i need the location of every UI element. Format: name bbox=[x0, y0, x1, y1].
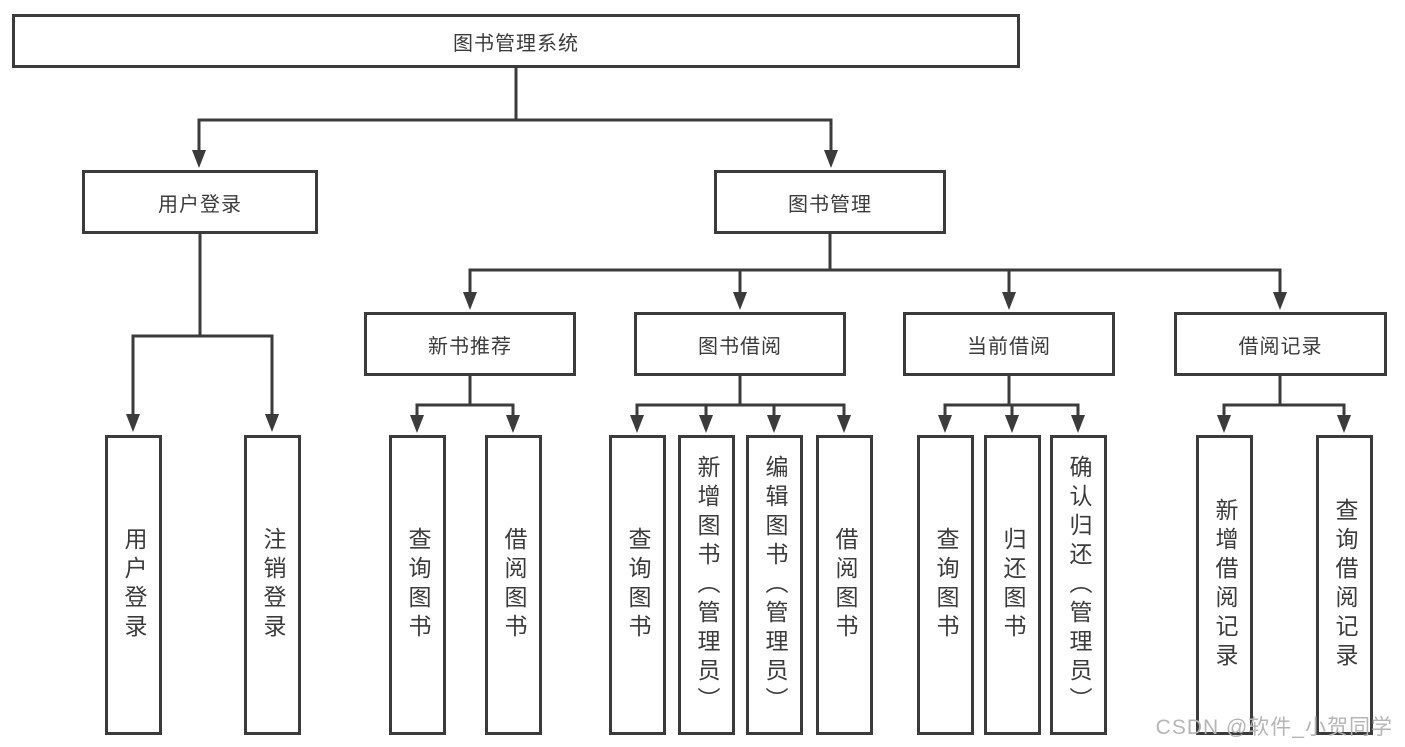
node-add-borrow-record: 新增借阅记录 bbox=[1196, 435, 1253, 735]
node-logout-action: 注销登录 bbox=[244, 435, 301, 735]
connector-book-mgmt-children bbox=[463, 232, 1287, 310]
connector-root-to-level2 bbox=[192, 66, 838, 168]
node-current-borrow: 当前借阅 bbox=[903, 312, 1115, 376]
node-book-management: 图书管理 bbox=[714, 170, 946, 234]
node-query-borrow-record: 查询借阅记录 bbox=[1316, 435, 1373, 735]
node-edit-books-admin: 编辑图书（管理员） bbox=[746, 435, 803, 735]
node-borrow-books-2: 借阅图书 bbox=[816, 435, 873, 735]
node-book-borrow: 图书借阅 bbox=[634, 312, 846, 376]
node-user-login: 用户登录 bbox=[82, 170, 318, 234]
connector-user-login-children bbox=[126, 232, 279, 432]
node-confirm-return-admin: 确认归还（管理员） bbox=[1050, 435, 1107, 735]
node-add-books-admin: 新增图书（管理员） bbox=[678, 435, 735, 735]
node-query-books-1: 查询图书 bbox=[389, 435, 446, 735]
connector-current-borrow-children bbox=[938, 374, 1085, 433]
node-user-login-action: 用户登录 bbox=[105, 435, 162, 735]
node-new-book-recommend: 新书推荐 bbox=[364, 312, 576, 376]
csdn-watermark: CSDN @软件_小贺同学 bbox=[1155, 716, 1393, 739]
connector-book-borrow-children bbox=[630, 374, 851, 433]
node-query-books-3: 查询图书 bbox=[917, 435, 974, 735]
node-query-books-2: 查询图书 bbox=[609, 435, 666, 735]
connector-new-books-children bbox=[410, 374, 520, 433]
node-root: 图书管理系统 bbox=[12, 14, 1020, 68]
node-borrow-record: 借阅记录 bbox=[1174, 312, 1387, 376]
node-borrow-books-1: 借阅图书 bbox=[485, 435, 542, 735]
node-return-books: 归还图书 bbox=[984, 435, 1041, 735]
connector-borrow-record-children bbox=[1217, 374, 1351, 433]
